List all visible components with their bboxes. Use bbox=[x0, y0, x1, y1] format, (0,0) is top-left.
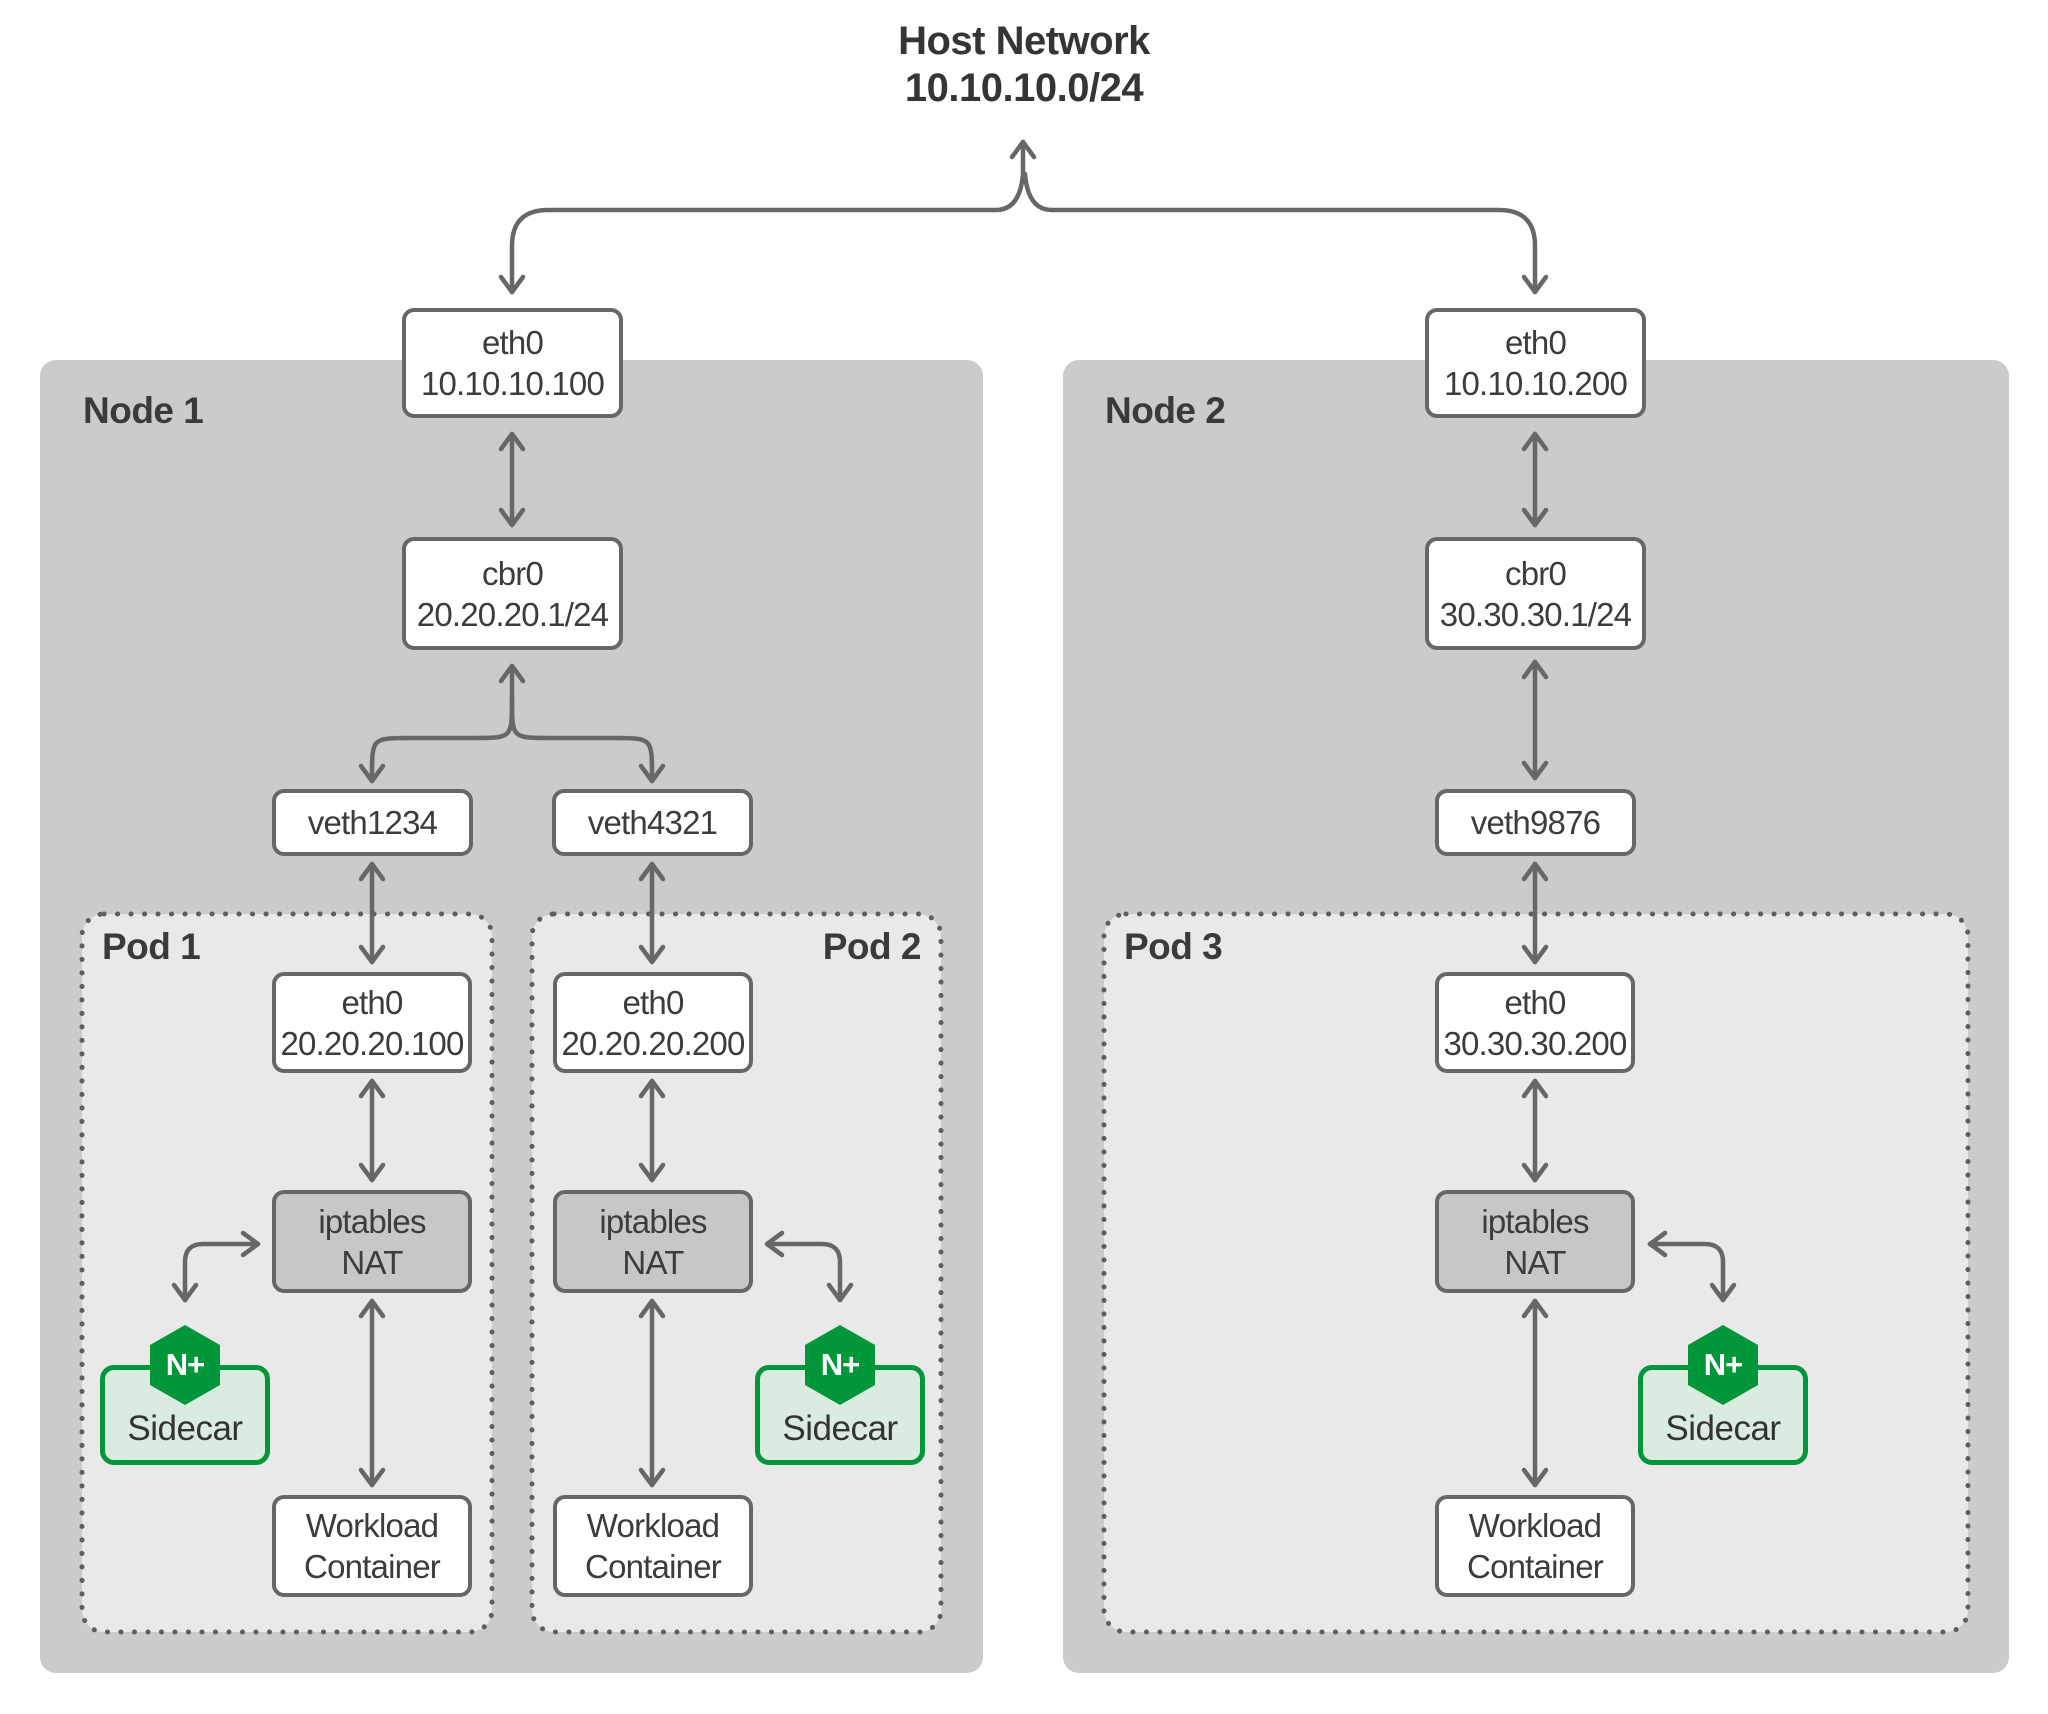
nginx-plus-icon: N+ bbox=[805, 1325, 875, 1405]
node1-cbr0-box: cbr0 20.20.20.1/24 bbox=[402, 537, 623, 650]
pod3-nat-line1: iptables bbox=[1481, 1202, 1589, 1240]
pod1-nat-line2: NAT bbox=[341, 1243, 403, 1281]
node2-label: Node 2 bbox=[1105, 390, 1226, 431]
nginx-plus-icon: N+ bbox=[1688, 1325, 1758, 1405]
pod3-sidecar-box: N+ Sidecar bbox=[1638, 1325, 1808, 1465]
node1-eth0-box: eth0 10.10.10.100 bbox=[402, 308, 623, 418]
pod2-sidecar-box: N+ Sidecar bbox=[755, 1325, 925, 1465]
pod2-iptables-nat-box: iptables NAT bbox=[553, 1190, 753, 1293]
node2-eth0-name: eth0 bbox=[1504, 324, 1567, 361]
pod1-sidecar-box: N+ Sidecar bbox=[100, 1325, 270, 1465]
pod1-iptables-nat-box: iptables NAT bbox=[272, 1190, 472, 1293]
pod2-workload-line2: Container bbox=[585, 1548, 722, 1585]
node2-veth9876-box: veth9876 bbox=[1435, 789, 1636, 856]
node1-eth0-name: eth0 bbox=[481, 324, 544, 361]
pod1-eth0-box: eth0 20.20.20.100 bbox=[272, 972, 472, 1073]
arrow-pod1-nat-sidecar bbox=[171, 1230, 261, 1303]
pod1-eth0-ip: 20.20.20.100 bbox=[280, 1024, 464, 1062]
pod3-workload-line2: Container bbox=[1467, 1548, 1604, 1585]
node2-cbr0-name: cbr0 bbox=[1505, 554, 1567, 592]
pod2-label: Pod 2 bbox=[822, 926, 922, 967]
host-network-title-line2: 10.10.10.0/24 bbox=[904, 66, 1144, 110]
nginx-plus-icon: N+ bbox=[150, 1325, 220, 1405]
pod2-nat-line1: iptables bbox=[599, 1202, 707, 1240]
pod3-eth0-name: eth0 bbox=[1504, 983, 1566, 1021]
pod2-eth0-ip: 20.20.20.200 bbox=[561, 1024, 745, 1062]
node1-label: Node 1 bbox=[83, 390, 204, 431]
pod1-nat-line1: iptables bbox=[318, 1202, 426, 1240]
nginx-plus-icon-text: N+ bbox=[1703, 1347, 1743, 1382]
host-split-arrow-left bbox=[498, 139, 1037, 295]
pod2-workload-box: Workload Container bbox=[553, 1495, 753, 1597]
nginx-plus-icon-text: N+ bbox=[165, 1347, 205, 1382]
host-network-title-line1: Host Network bbox=[898, 19, 1150, 63]
pod3-workload-box: Workload Container bbox=[1435, 1495, 1635, 1597]
pod1-workload-line1: Workload bbox=[305, 1507, 439, 1544]
pod2-eth0-box: eth0 20.20.20.200 bbox=[553, 972, 753, 1073]
diagram-title: Host Network 10.10.10.0/24 bbox=[0, 18, 2048, 112]
node1-cbr0-ip: 20.20.20.1/24 bbox=[416, 595, 609, 633]
pod1-workload-line2: Container bbox=[304, 1548, 441, 1585]
pod2-nat-line2: NAT bbox=[622, 1243, 684, 1281]
node1-eth0-ip: 10.10.10.100 bbox=[420, 365, 605, 402]
pod3-eth0-ip: 30.30.30.200 bbox=[1443, 1024, 1627, 1062]
arrow-pod2-nat-sidecar bbox=[764, 1230, 854, 1303]
nginx-plus-icon-text: N+ bbox=[820, 1347, 860, 1382]
arrow-cbr0-fork-to-veth4321 bbox=[509, 697, 666, 784]
node2-eth0-box: eth0 10.10.10.200 bbox=[1425, 308, 1646, 418]
pod1-sidecar-label: Sidecar bbox=[127, 1409, 243, 1448]
node2-eth0-ip: 10.10.10.200 bbox=[1443, 365, 1628, 402]
pod1-eth0-name: eth0 bbox=[341, 983, 403, 1021]
pod2-eth0-name: eth0 bbox=[622, 983, 684, 1021]
arrow-pod3-nat-sidecar bbox=[1647, 1230, 1737, 1303]
pod3-sidecar-label: Sidecar bbox=[1665, 1409, 1781, 1448]
pod1-workload-box: Workload Container bbox=[272, 1495, 472, 1597]
arrow-cbr0-fork-to-veth1234 bbox=[358, 697, 515, 784]
node1-veth1234-box: veth1234 bbox=[272, 789, 473, 856]
node2-cbr0-ip: 30.30.30.1/24 bbox=[1439, 595, 1632, 633]
pod3-iptables-nat-box: iptables NAT bbox=[1435, 1190, 1635, 1293]
node1-cbr0-name: cbr0 bbox=[482, 554, 544, 592]
pod3-nat-line2: NAT bbox=[1504, 1243, 1566, 1281]
pod1-label: Pod 1 bbox=[102, 926, 201, 967]
pod2-sidecar-label: Sidecar bbox=[782, 1409, 898, 1448]
pod3-workload-line1: Workload bbox=[1468, 1507, 1602, 1544]
pod2-workload-line1: Workload bbox=[586, 1507, 720, 1544]
pod3-label: Pod 3 bbox=[1124, 926, 1223, 967]
node2-cbr0-box: cbr0 30.30.30.1/24 bbox=[1425, 537, 1646, 650]
node1-veth4321-box: veth4321 bbox=[552, 789, 753, 856]
host-split-arrow-right bbox=[1022, 171, 1549, 295]
pod3-eth0-box: eth0 30.30.30.200 bbox=[1435, 972, 1635, 1073]
